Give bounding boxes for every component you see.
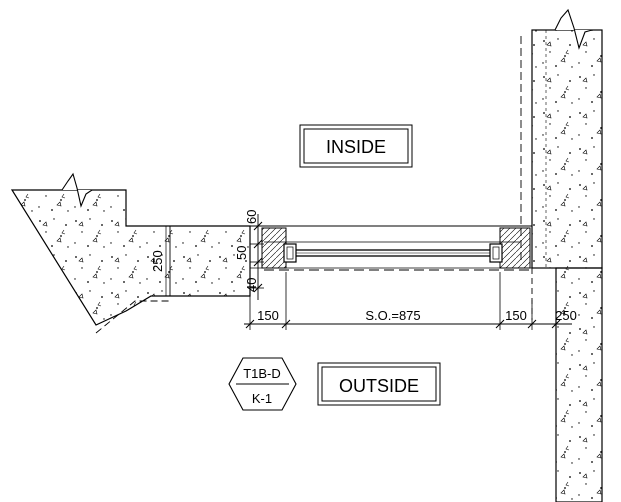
dim-40: 40 — [244, 278, 259, 292]
inside-label: INSIDE — [326, 137, 386, 157]
left-jamb — [261, 227, 287, 269]
inside-label-box — [299, 124, 413, 168]
right-jamb — [499, 227, 531, 269]
dim-150-left: 150 — [257, 308, 279, 323]
dim-60: 60 — [244, 210, 259, 224]
outside-label-box — [317, 362, 441, 406]
detail-tag-bottom: K-1 — [252, 391, 272, 406]
left-slab-dashed-edge — [95, 300, 170, 334]
right-break-mark — [554, 8, 593, 50]
right-column — [531, 29, 603, 269]
detail-tag-top: T1B-D — [243, 366, 281, 381]
left-break-mark — [61, 172, 93, 208]
dim-250-right: 250 — [555, 308, 577, 323]
dim-50: 50 — [234, 246, 249, 260]
right-lower-wall — [555, 267, 603, 502]
dim-so-875: S.O.=875 — [365, 308, 420, 323]
dim-150-right: 150 — [505, 308, 527, 323]
dim-250-left: 250 — [150, 250, 165, 272]
outside-label: OUTSIDE — [339, 376, 419, 396]
